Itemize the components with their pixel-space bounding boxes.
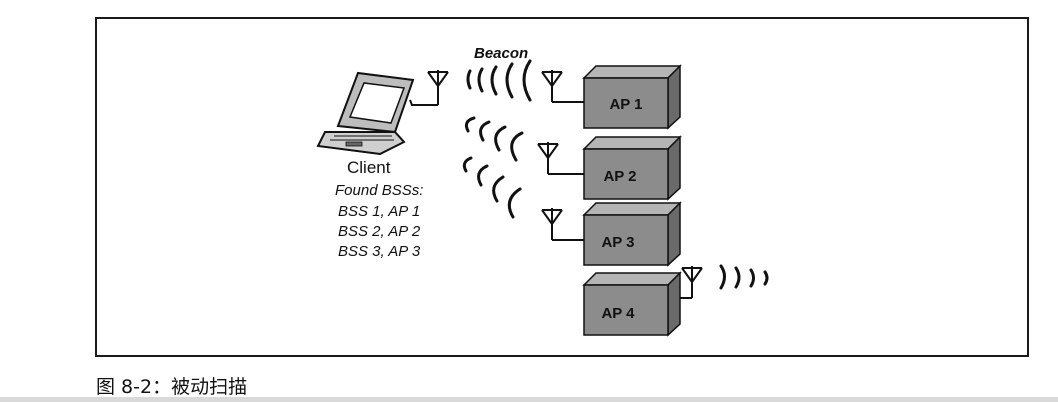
ap1-antenna-icon: [541, 70, 584, 103]
ap2-antenna-icon: [537, 142, 584, 175]
client-antenna-icon: [409, 70, 449, 106]
ap1-label: AP 1: [609, 96, 642, 113]
ap4-label: AP 4: [601, 305, 635, 322]
beacon-waves-ap3: [462, 156, 522, 219]
laptop-icon: [316, 71, 415, 156]
beacon-label: Beacon: [474, 45, 528, 62]
ap3-box: AP 3: [582, 201, 682, 267]
ap2-box: AP 2: [582, 135, 682, 201]
found-bss-title: Found BSSs:: [335, 182, 423, 199]
ap4-box: AP 4: [582, 271, 682, 337]
ap2-label: AP 2: [603, 168, 636, 185]
found-bss-item: BSS 2, AP 2: [338, 223, 421, 240]
beacon-waves-ap1: [466, 59, 532, 102]
page-bottom-edge: [0, 397, 1058, 402]
ap3-antenna-icon: [541, 208, 584, 241]
figure-caption: 图 8-2：被动扫描: [96, 376, 248, 398]
found-bss-item: BSS 3, AP 3: [338, 243, 421, 260]
beacon-waves-ap2: [465, 116, 524, 162]
ap1-box: AP 1: [582, 64, 682, 130]
found-bss-item: BSS 1, AP 1: [338, 203, 420, 220]
ap3-label: AP 3: [601, 234, 634, 251]
beacon-waves-ap4: [719, 264, 769, 290]
client-label: Client: [347, 158, 391, 177]
